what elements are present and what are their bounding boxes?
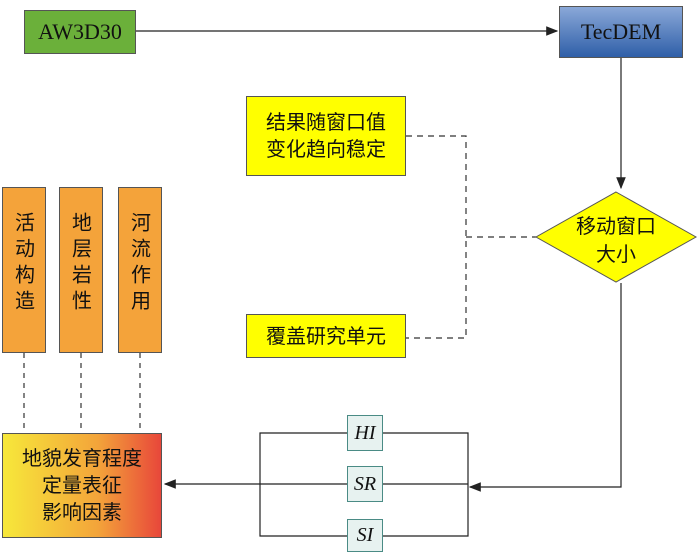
moving-window-label-line2: 大小	[596, 242, 636, 266]
cover-unit-label: 覆盖研究单元	[266, 323, 386, 348]
arrow-window-to-indices	[468, 283, 622, 492]
target-line2: 定量表征	[42, 473, 122, 497]
tecdem-node: TecDEM	[559, 6, 683, 58]
factor-tectonics-node: 活动构造	[2, 187, 46, 353]
dashed-result-to-window	[406, 135, 467, 339]
target-node: 地貌发育程度 定量表征 影响因素	[2, 433, 162, 538]
factor-lithology-node: 地层岩性	[59, 187, 103, 353]
index-sr-node: SR	[347, 466, 383, 502]
moving-window-label: 移动窗口 大小	[536, 197, 696, 283]
tecdem-label: TecDEM	[580, 19, 662, 44]
index-hi-label: HI	[354, 421, 376, 444]
factor-river-node: 河流作用	[118, 187, 162, 353]
factor-lithology-label: 地层岩性	[68, 212, 93, 316]
factor-tectonics-label: 活动构造	[11, 212, 36, 316]
index-hi-node: HI	[347, 415, 383, 451]
cover-unit-node: 覆盖研究单元	[246, 314, 406, 358]
index-sr-label: SR	[353, 472, 377, 495]
target-line1: 地貌发育程度	[22, 446, 142, 470]
aw3d30-node: AW3D30	[24, 10, 136, 54]
factor-river-label: 河流作用	[127, 212, 152, 316]
index-si-label: SI	[356, 524, 374, 546]
moving-window-label-line1: 移动窗口	[576, 214, 656, 238]
target-line3: 影响因素	[42, 500, 122, 524]
result-stable-line2: 变化趋向稳定	[266, 137, 386, 161]
moving-window-diamond	[534, 191, 698, 283]
aw3d30-label: AW3D30	[38, 19, 122, 44]
result-stable-line1: 结果随窗口值	[266, 110, 386, 134]
index-si-node: SI	[347, 519, 383, 552]
result-stable-node: 结果随窗口值 变化趋向稳定	[246, 96, 406, 176]
